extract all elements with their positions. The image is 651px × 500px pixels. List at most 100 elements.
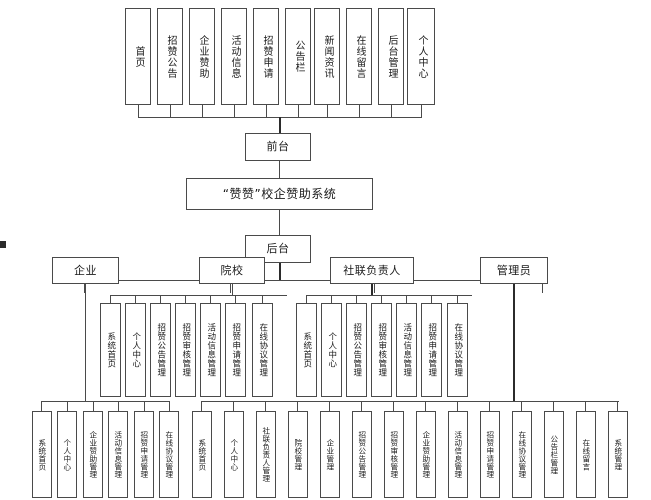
connector [41,401,42,411]
union-menu-item-5[interactable]: 招赞申请管理 [421,303,442,397]
connector [279,210,280,235]
school-menu-item-2[interactable]: 招赞公告管理 [150,303,171,397]
admin-menu-item-10[interactable]: 在线协议管理 [512,411,532,498]
admin-menu-item-0[interactable]: 系统首页 [192,411,212,498]
connector [265,401,266,411]
connector [297,401,298,411]
school-menu-item-1[interactable]: 个人中心 [125,303,146,397]
role-admin[interactable]: 管理员 [480,257,548,284]
front-menu-item-7[interactable]: 在线留言 [346,8,372,105]
union-menu-item-0[interactable]: 系统首页 [296,303,317,397]
connector [279,161,280,178]
admin-menu-item-1[interactable]: 个人中心 [224,411,244,498]
admin-menu-item-5[interactable]: 招赞公告管理 [352,411,372,498]
connector [374,280,375,293]
enterprise-menu-item-2[interactable]: 企业赞助管理 [83,411,103,498]
admin-menu-item-13[interactable]: 系统管理 [608,411,628,498]
connector [513,284,515,401]
union-menu-item-4[interactable]: 活动信息管理 [396,303,417,397]
school-menu-item-0[interactable]: 系统首页 [100,303,121,397]
frontend-node[interactable]: 前台 [245,133,311,161]
connector [331,295,332,303]
edge-mark [0,241,6,248]
connector [279,263,281,280]
connector [542,280,543,293]
connector [135,295,136,303]
admin-menu-item-7[interactable]: 企业赞助管理 [416,411,436,498]
connector [235,295,236,303]
front-menu-item-4[interactable]: 招赞申请 [253,8,279,105]
connector [138,105,139,117]
enterprise-menu-item-4[interactable]: 招赞申请管理 [134,411,154,498]
school-menu-item-6[interactable]: 在线协议管理 [252,303,273,397]
union-menu-item-3[interactable]: 招赞审核管理 [371,303,392,397]
connector [110,295,111,303]
school-menu-item-5[interactable]: 招赞申请管理 [225,303,246,397]
connector [160,295,161,303]
connector [234,105,235,117]
connector [306,295,307,303]
connector [118,401,119,411]
admin-menu-item-12[interactable]: 在线留言 [576,411,596,498]
admin-menu-bus [201,401,619,402]
connector [67,401,68,411]
connector [232,284,233,295]
admin-menu-item-2[interactable]: 社联负责人管理 [256,411,276,498]
connector [84,280,85,293]
connector [617,401,618,411]
front-menu-item-6[interactable]: 新闻资讯 [314,8,340,105]
connector [359,105,360,117]
school-menu-item-3[interactable]: 招赞审核管理 [175,303,196,397]
connector [170,105,171,117]
connector [425,401,426,411]
union-menu-item-2[interactable]: 招赞公告管理 [346,303,367,397]
front-menu-item-8[interactable]: 后台管理 [378,8,404,105]
union-menu-bus [306,295,472,296]
connector [210,295,211,303]
front-menu-item-0[interactable]: 首页 [125,8,151,105]
role-union-leader[interactable]: 社联负责人 [330,257,414,284]
admin-menu-item-4[interactable]: 企业管理 [320,411,340,498]
union-menu-item-1[interactable]: 个人中心 [321,303,342,397]
connector [406,295,407,303]
front-menu-item-3[interactable]: 活动信息 [221,8,247,105]
front-menu-item-2[interactable]: 企业赞助 [189,8,215,105]
admin-menu-item-6[interactable]: 招赞审核管理 [384,411,404,498]
connector [327,105,328,117]
connector [93,401,94,411]
admin-menu-item-11[interactable]: 公告栏管理 [544,411,564,498]
admin-menu-item-9[interactable]: 招赞申请管理 [480,411,500,498]
connector [393,401,394,411]
school-menu-item-4[interactable]: 活动信息管理 [200,303,221,397]
admin-menu-item-8[interactable]: 活动信息管理 [448,411,468,498]
enterprise-menu-item-3[interactable]: 活动信息管理 [108,411,128,498]
role-school[interactable]: 院校 [199,257,265,284]
connector [371,284,373,295]
connector [144,401,145,411]
front-menu-item-9[interactable]: 个人中心 [407,8,435,105]
connector [279,117,281,133]
connector [230,280,231,293]
enterprise-menu-item-5[interactable]: 在线协议管理 [159,411,179,498]
front-menu-item-5[interactable]: 公告栏 [285,8,311,105]
connector [85,284,86,401]
front-menu-item-1[interactable]: 招赞公告 [157,8,183,105]
enterprise-menu-bus [41,401,170,402]
union-menu-item-6[interactable]: 在线协议管理 [447,303,468,397]
connector [262,295,263,303]
connector [457,295,458,303]
connector [202,105,203,117]
connector [489,401,490,411]
connector [329,401,330,411]
role-bus [84,280,543,281]
role-enterprise[interactable]: 企业 [52,257,119,284]
enterprise-menu-item-1[interactable]: 个人中心 [57,411,77,498]
connector [356,295,357,303]
admin-menu-item-3[interactable]: 院校管理 [288,411,308,498]
connector [169,401,170,411]
enterprise-menu-item-0[interactable]: 系统首页 [32,411,52,498]
connector [185,295,186,303]
connector [553,401,554,411]
system-title-node: “赞赞”校企赞助系统 [186,178,373,210]
